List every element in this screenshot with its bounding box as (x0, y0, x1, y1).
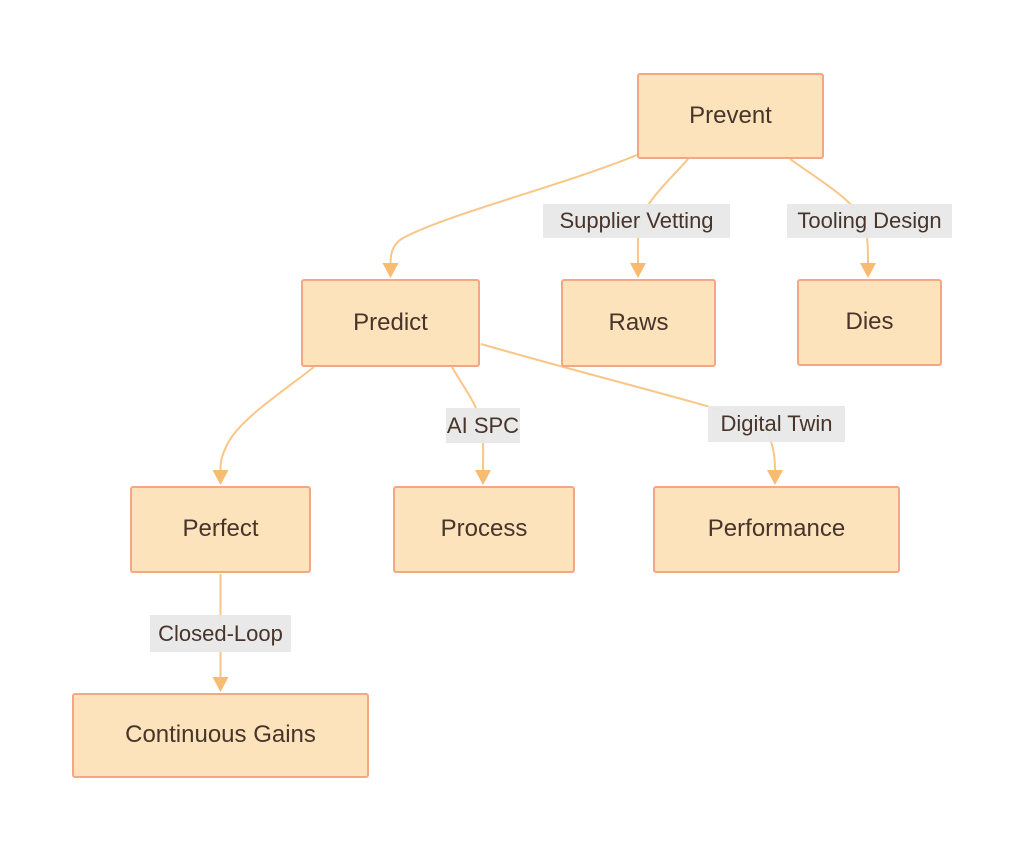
node-dies: Dies (797, 279, 942, 366)
node-dies-label: Dies (845, 308, 894, 336)
node-process: Process (393, 486, 575, 573)
arrowhead-predict (382, 263, 399, 278)
node-process-label: Process (440, 515, 528, 543)
arrowhead-process (475, 470, 491, 485)
node-raws: Raws (561, 279, 716, 367)
node-perfect-label: Perfect (182, 515, 259, 543)
edge-predict-perfect (219, 366, 315, 471)
node-raws-label: Raws (608, 308, 669, 336)
node-predict: Predict (301, 279, 480, 367)
edge-label-closed-loop: Closed-Loop (150, 615, 291, 652)
edge-label-ai-spc: AI SPC (446, 408, 520, 443)
edge-label-supplier-vetting: Supplier Vetting (543, 204, 730, 238)
node-continuous-gains: Continuous Gains (72, 693, 369, 778)
edge-label-supplier-vetting-text: Supplier Vetting (559, 208, 714, 233)
edge-label-tooling-design-text: Tooling Design (797, 208, 942, 233)
node-performance: Performance (653, 486, 900, 573)
edge-label-digital-twin: Digital Twin (708, 406, 845, 442)
node-performance-label: Performance (707, 515, 846, 543)
arrowhead-raws (630, 263, 646, 278)
node-prevent-label: Prevent (689, 101, 772, 129)
edge-label-tooling-design: Tooling Design (787, 204, 952, 238)
edge-label-closed-loop-text: Closed-Loop (158, 620, 283, 646)
arrowhead-dies (860, 263, 876, 278)
edge-label-ai-spc-text: AI SPC (446, 412, 520, 438)
edge-label-digital-twin-text: Digital Twin (720, 411, 833, 436)
arrowhead-perfect (212, 470, 229, 485)
node-prevent: Prevent (637, 73, 824, 159)
node-perfect: Perfect (130, 486, 311, 573)
edge-prevent-predict (389, 154, 638, 265)
node-continuous-gains-label: Continuous Gains (125, 721, 316, 749)
arrowhead-gains (212, 677, 229, 692)
node-predict-label: Predict (353, 308, 428, 336)
arrowhead-performance (767, 470, 783, 485)
